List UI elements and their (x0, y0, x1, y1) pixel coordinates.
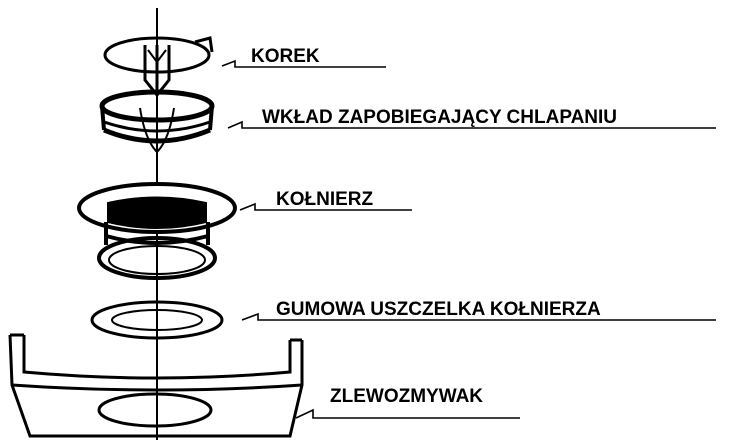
leader-lines (221, 59, 716, 419)
label-sink: ZLEWOZMYWAK (330, 386, 483, 407)
splash-guard-part (99, 89, 215, 154)
stopper-part (103, 36, 214, 98)
label-splash-guard: WKŁAD ZAPOBIEGAJĄCY CHLAPANIU (262, 107, 617, 128)
label-flange-gasket: GUMOWA USZCZELKA KOŁNIERZA (276, 299, 601, 320)
flange-part (77, 182, 237, 280)
label-flange: KOŁNIERZ (276, 189, 374, 210)
sink-part (8, 333, 304, 438)
label-stopper: KOREK (251, 46, 320, 67)
flange-gasket-part (90, 300, 224, 340)
